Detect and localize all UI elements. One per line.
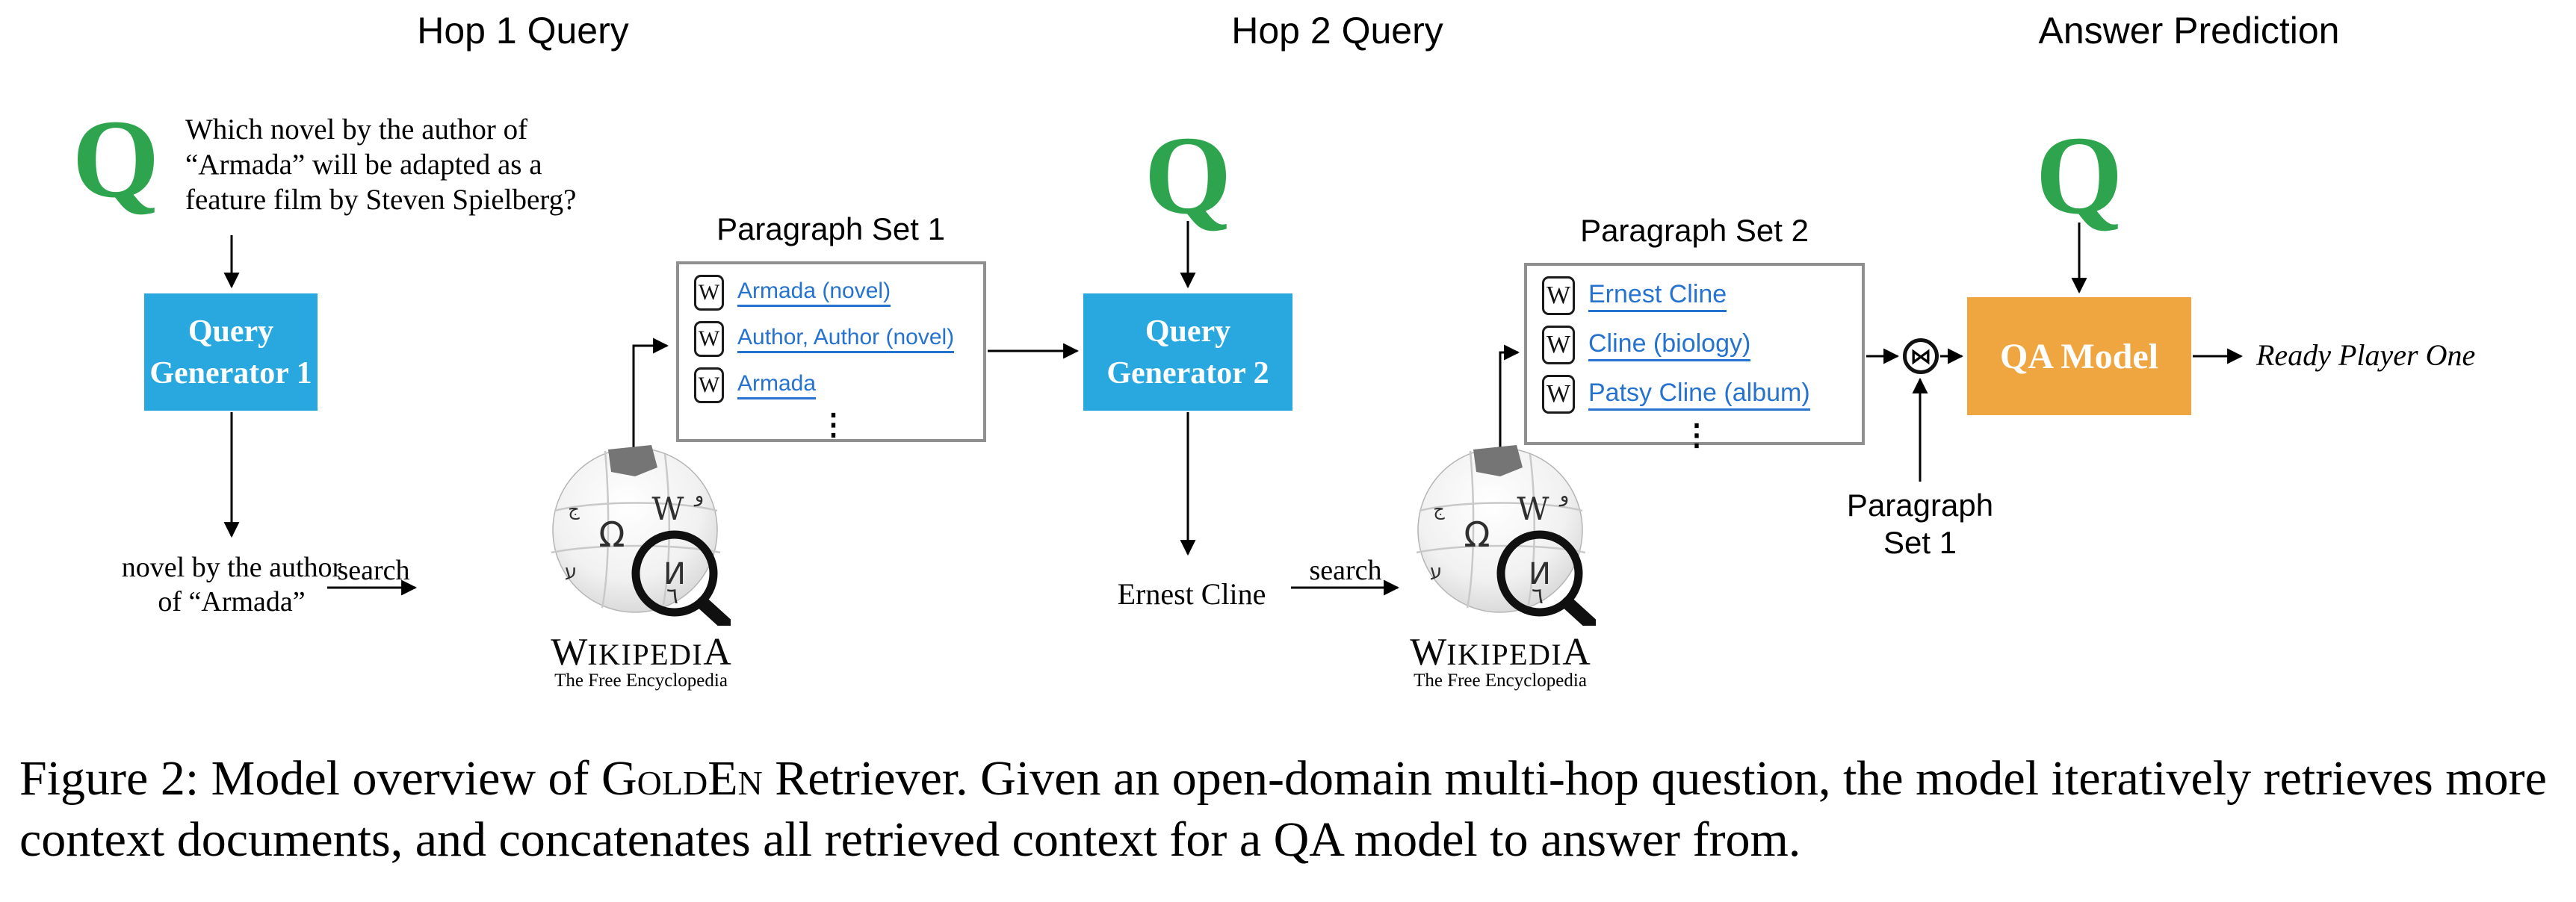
query-generator-2-box: Query Generator 2: [1083, 293, 1292, 411]
wikipedia-badge-icon: W: [1542, 375, 1575, 414]
glyph-waw: و: [693, 485, 705, 507]
glyph-ayin: ע: [1430, 561, 1442, 583]
caption-system-name: GoldEn: [601, 751, 763, 806]
missing-puzzle-piece: [1473, 445, 1523, 476]
feed-label-line: Paragraph: [1846, 488, 1994, 523]
wikipedia-wordmark: WIKIPEDIA: [551, 630, 731, 674]
wiki-article-link: Cline (biology): [1588, 329, 1751, 361]
hop2-generated-query-text: Ernest Cline: [1117, 577, 1266, 611]
glyph-digit: ٦: [1532, 583, 1544, 609]
column-label-hop1-query: Hop 1 Query: [417, 10, 629, 52]
glyph-omega: Ω: [598, 514, 625, 555]
wordmark-letter: A: [1562, 631, 1591, 674]
question-symbol-2: Q: [1144, 113, 1232, 237]
wikipedia-badge-icon: W: [1542, 326, 1575, 364]
magnifier-icon: [1496, 530, 1596, 626]
search-label-1: search: [337, 555, 410, 586]
glyph-jeem: ج: [1433, 499, 1445, 520]
hop1-generated-query-line: novel by the author: [121, 552, 342, 583]
query-generator-2-label-line: Query: [1145, 314, 1231, 349]
hop2-generated-query: Ernest Cline: [1118, 577, 1266, 612]
glyph-waw: و: [1558, 485, 1570, 507]
join-symbol: ⋈: [1910, 343, 1932, 369]
wikipedia-wordmark: WIKIPEDIA: [1410, 630, 1591, 674]
concatenation-join-node: ⋈: [1903, 338, 1939, 374]
wikipedia-tagline: The Free Encyclopedia: [554, 671, 728, 691]
paragraph-row: W Author, Author (novel): [694, 321, 973, 357]
wordmark-letter: W: [1410, 631, 1447, 674]
column-label-hop2-query: Hop 2 Query: [1231, 10, 1443, 52]
hop1-generated-query-line: of “Armada”: [158, 586, 306, 618]
glyph-i-cyrillic: И: [663, 557, 686, 591]
paragraph-row: W Patsy Cline (album): [1542, 375, 1851, 414]
magnifier-icon: [631, 530, 731, 626]
paragraph-set-1-box: W Armada (novel) W Author, Author (novel…: [676, 261, 986, 442]
hop1-generated-query: novel by the author of “Armada”: [122, 550, 341, 619]
qa-model-label: QA Model: [2000, 336, 2158, 376]
question-text: Which novel by the author of “Armada” wi…: [185, 112, 576, 217]
figure-caption: Figure 2: Model overview of GoldEn Retri…: [19, 748, 2556, 871]
wordmark-letter: A: [703, 631, 731, 674]
globe-glyphs: W Ω ע و ج И ٦: [565, 485, 704, 609]
glyph-ayin: ע: [565, 561, 577, 583]
wiki-article-link: Patsy Cline (album): [1588, 379, 1810, 411]
predicted-answer-text: Ready Player One: [2256, 338, 2476, 372]
ellipsis-icon: ⋮: [1682, 419, 1712, 452]
missing-puzzle-piece: [608, 445, 657, 476]
glyph-omega: Ω: [1464, 514, 1490, 555]
wiki-article-link: Armada: [737, 371, 817, 399]
paragraph-set-2-box: W Ernest Cline W Cline (biology) W Patsy…: [1524, 263, 1865, 452]
question-symbol-3: Q: [2035, 113, 2123, 237]
question-text-line: feature film by Steven Spielberg?: [185, 184, 577, 216]
glyph-w: W: [651, 491, 684, 527]
wikipedia-tagline: The Free Encyclopedia: [1414, 671, 1587, 691]
arrow-wikipedia-1-to-paragraph-set-1: [632, 338, 669, 452]
wiki-article-link: Armada (novel): [737, 279, 891, 307]
paragraph-row: W Ernest Cline: [1542, 276, 1851, 315]
glyph-i-cyrillic: И: [1529, 557, 1551, 591]
globe-glyphs: W Ω ע و ج И ٦: [1430, 485, 1569, 609]
paragraph-row: W Armada: [694, 367, 973, 403]
query-generator-1-box: Query Generator 1: [144, 293, 318, 411]
caption-suffix: Retriever. Given an open-domain multi-ho…: [19, 751, 2547, 867]
wikipedia-badge-icon: W: [694, 321, 724, 357]
wordmark-letter: W: [551, 631, 588, 674]
wikipedia-badge-icon: W: [1542, 276, 1575, 315]
wikipedia-globe-icon: W Ω ע و ج И ٦: [1416, 445, 1596, 626]
query-generator-1-label-line: Generator 1: [149, 355, 312, 391]
paragraph-set-1-title: Paragraph Set 1: [716, 211, 945, 246]
query-generator-2-label-line: Generator 2: [1106, 355, 1269, 391]
wordmark-letters: IKIPEDI: [587, 638, 704, 671]
question-text-line: Which novel by the author of: [185, 113, 528, 146]
search-label-2: search: [1309, 555, 1382, 586]
ellipsis-icon: ⋮: [818, 408, 849, 441]
glyph-w: W: [1517, 491, 1549, 527]
glyph-digit: ٦: [666, 583, 678, 609]
column-label-answer-prediction: Answer Prediction: [2038, 10, 2340, 52]
paragraph-set-2-title: Paragraph Set 2: [1580, 213, 1809, 248]
glyph-jeem: ج: [568, 499, 580, 520]
wiki-article-link: Ernest Cline: [1588, 280, 1727, 312]
wikipedia-globe-icon: W Ω ע و ج И ٦: [551, 445, 731, 626]
paragraph-set-1-feed-label: Paragraph Set 1: [1847, 487, 1993, 562]
qa-model-box: QA Model: [1967, 297, 2191, 415]
paragraph-row: W Armada (novel): [694, 275, 973, 311]
caption-prefix: Figure 2: Model overview of: [19, 751, 602, 806]
question-text-line: “Armada” will be adapted as a: [185, 149, 542, 181]
question-symbol-1: Q: [72, 97, 160, 221]
wordmark-letters: IKIPEDI: [1446, 638, 1563, 671]
arrow-wikipedia-2-to-paragraph-set-2: [1499, 344, 1520, 452]
feed-label-line: Set 1: [1883, 525, 1957, 560]
paragraph-row: W Cline (biology): [1542, 326, 1851, 364]
query-generator-1-label-line: Query: [188, 314, 274, 349]
wikipedia-badge-icon: W: [694, 367, 724, 403]
wikipedia-badge-icon: W: [694, 275, 724, 311]
wiki-article-link: Author, Author (novel): [737, 325, 955, 353]
